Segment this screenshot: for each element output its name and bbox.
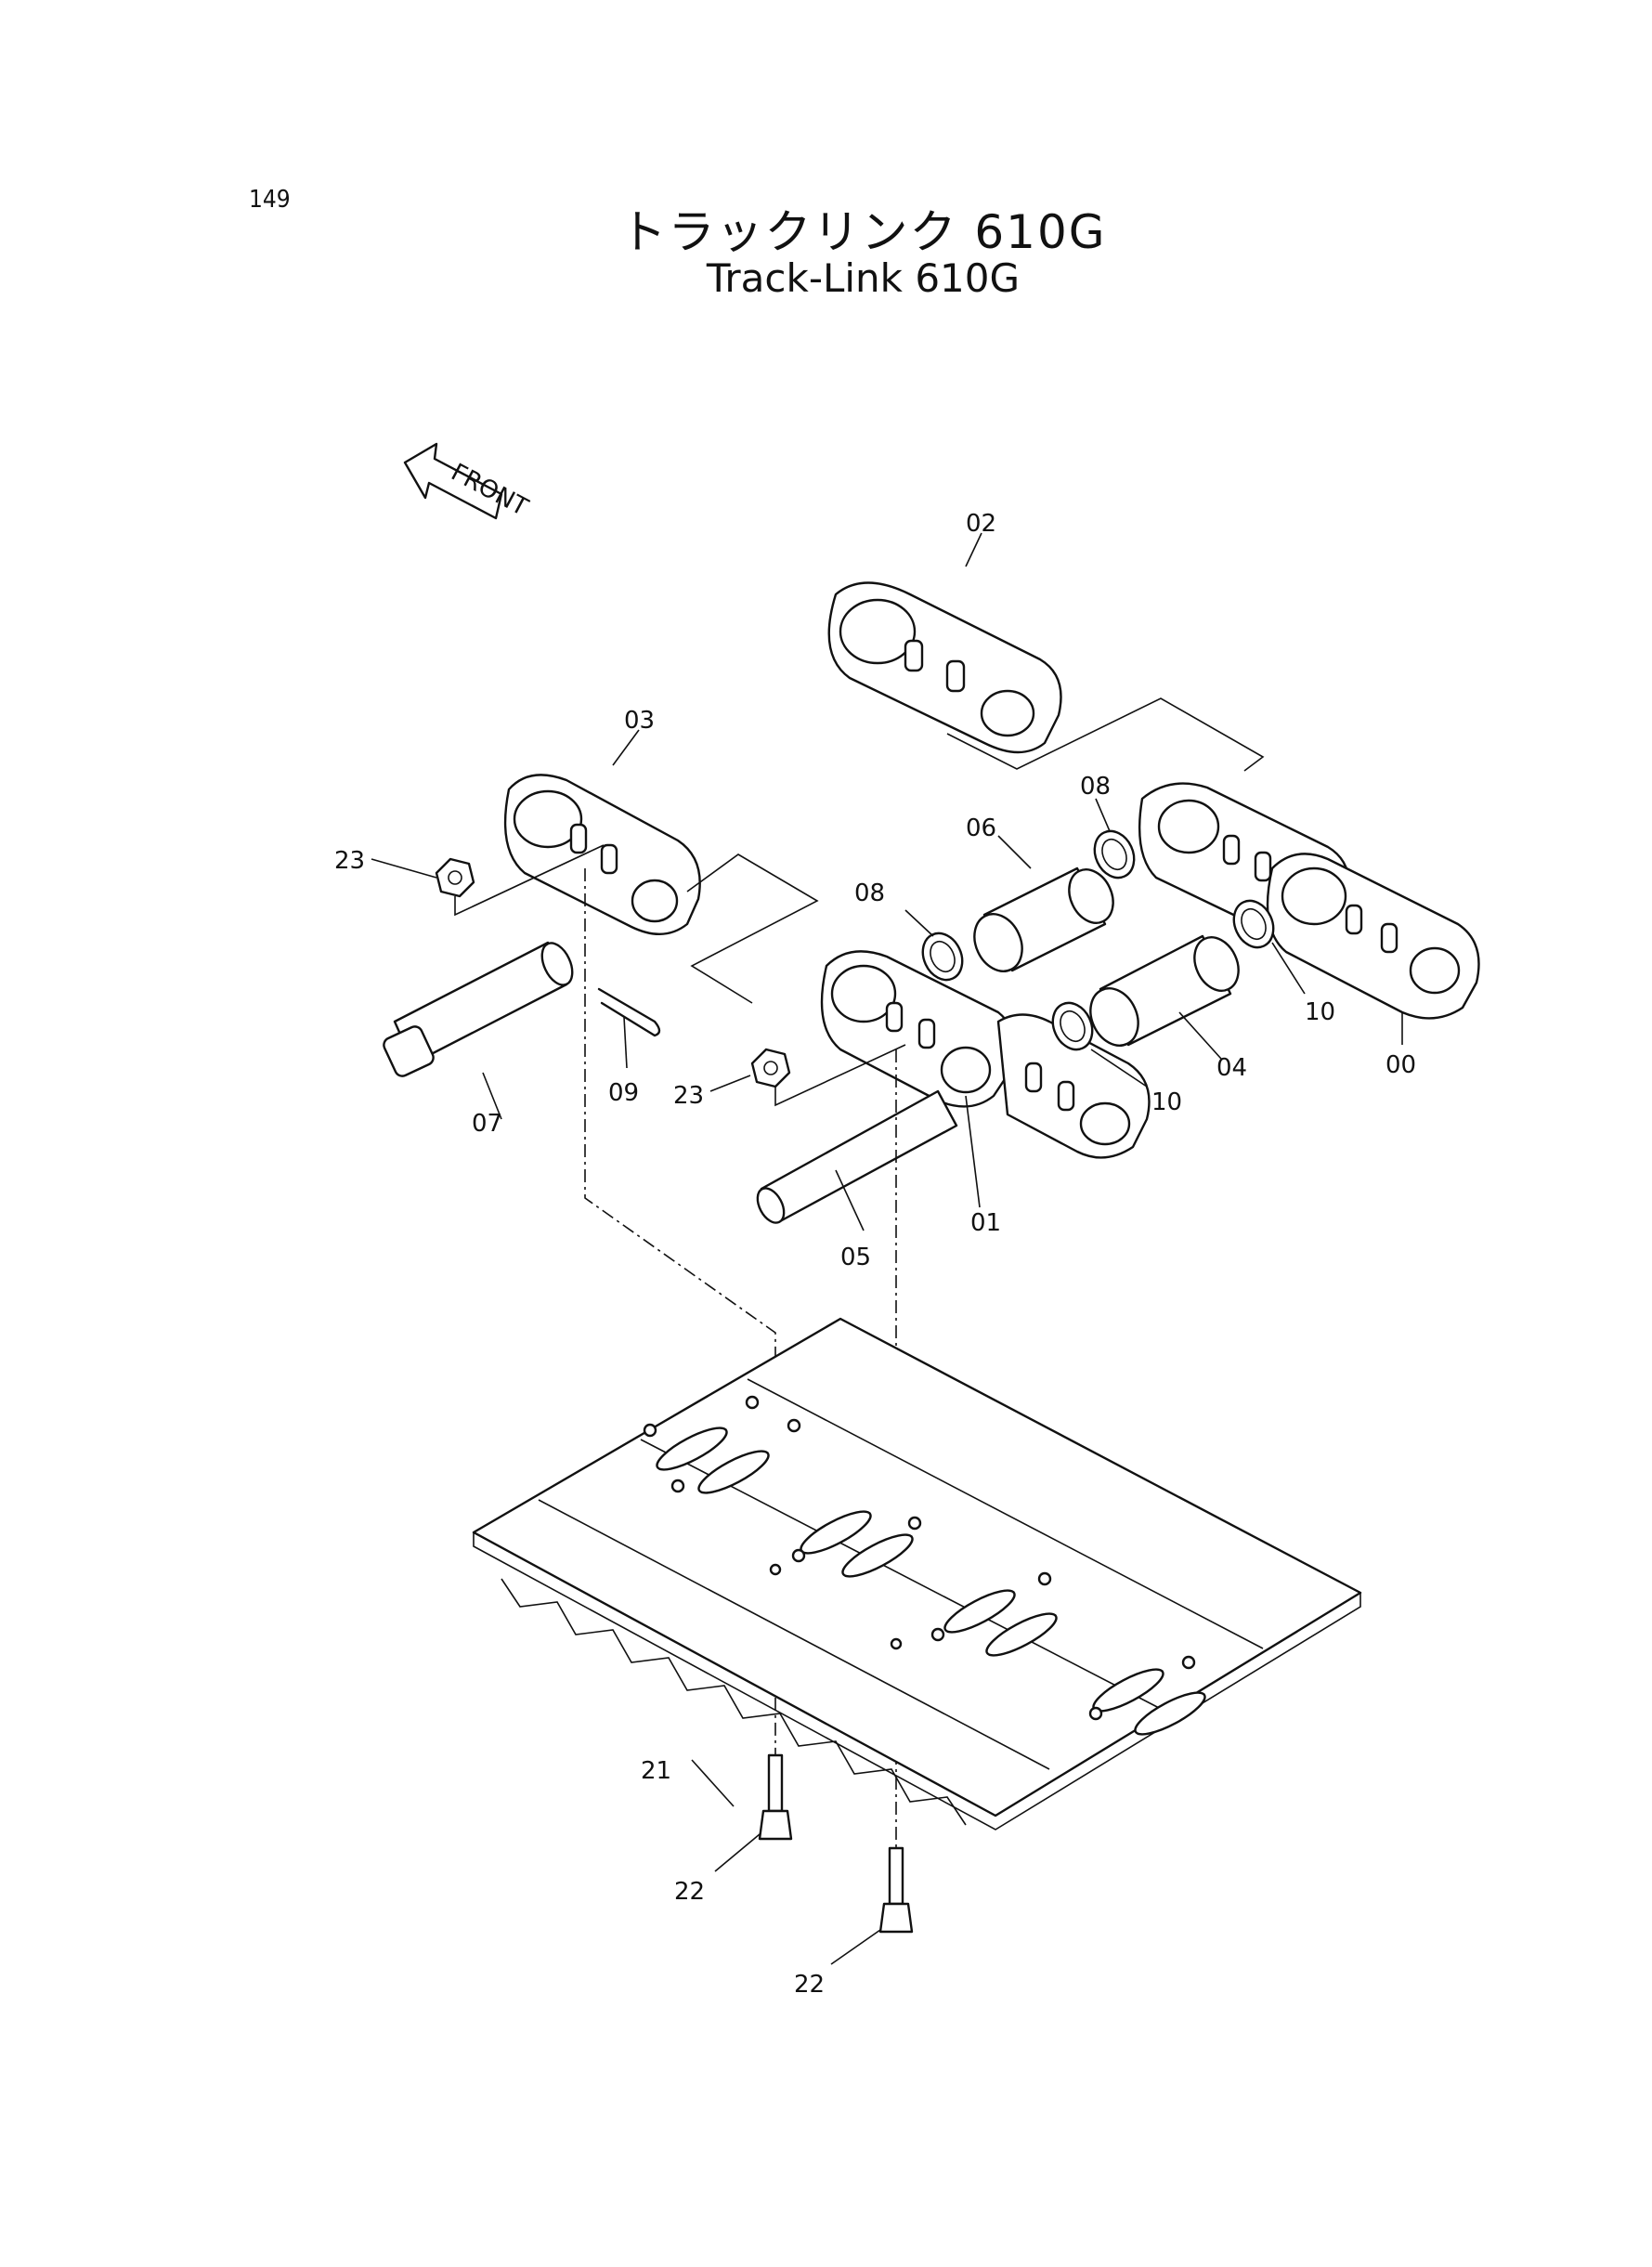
link-00 bbox=[1138, 782, 1480, 1020]
front-arrow-icon: FRONT bbox=[403, 442, 533, 522]
callout-01: 01 bbox=[970, 1209, 1001, 1237]
bolt-22-left bbox=[758, 1753, 793, 1841]
callout-04: 04 bbox=[1216, 1054, 1247, 1082]
callout-08-upper: 08 bbox=[1080, 773, 1111, 801]
title-english: Track-Link 610G bbox=[706, 255, 1021, 301]
bolt-22-right bbox=[878, 1846, 914, 1934]
nut-23-upper bbox=[435, 857, 475, 898]
bushing-06 bbox=[973, 866, 1114, 972]
pin-05 bbox=[756, 1089, 958, 1224]
callout-07: 07 bbox=[472, 1110, 502, 1138]
callout-09: 09 bbox=[608, 1079, 639, 1107]
seal-08-upper bbox=[1093, 829, 1136, 879]
callout-23-upper: 23 bbox=[334, 847, 365, 875]
seal-10-center bbox=[1051, 1001, 1094, 1051]
callout-02: 02 bbox=[966, 510, 996, 538]
title-japanese: トラックリンク 610G bbox=[619, 205, 1107, 259]
pin-07 bbox=[383, 941, 574, 1077]
cotter-pin-09 bbox=[597, 987, 661, 1037]
seal-10-right bbox=[1232, 899, 1275, 949]
link-03 bbox=[503, 774, 701, 936]
callout-21: 21 bbox=[641, 1757, 671, 1785]
callout-23-lower: 23 bbox=[673, 1082, 704, 1110]
bushing-04 bbox=[1089, 934, 1240, 1047]
callout-10-center: 10 bbox=[1151, 1088, 1182, 1116]
track-shoe-21 bbox=[472, 1317, 1362, 1831]
callout-00: 00 bbox=[1385, 1051, 1416, 1079]
callout-03: 03 bbox=[624, 707, 655, 735]
nut-23-lower bbox=[750, 1048, 791, 1088]
callout-05: 05 bbox=[840, 1244, 871, 1271]
page-number: 149 bbox=[249, 186, 291, 214]
callout-22-left: 22 bbox=[674, 1878, 705, 1906]
link-01 bbox=[820, 950, 1151, 1159]
callout-08-lower: 08 bbox=[854, 879, 885, 907]
front-label: FRONT bbox=[447, 459, 533, 522]
link-02 bbox=[827, 581, 1062, 754]
callout-06: 06 bbox=[966, 814, 996, 842]
callout-10-right: 10 bbox=[1305, 998, 1335, 1026]
callout-22-right: 22 bbox=[794, 1971, 825, 1999]
seal-08-lower bbox=[921, 932, 964, 982]
